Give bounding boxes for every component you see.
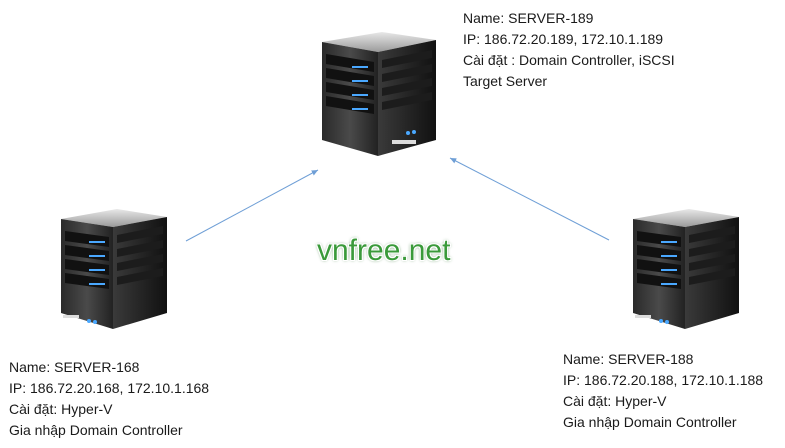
server-name: Name: SERVER-168 bbox=[9, 359, 140, 375]
server-role: Cài đặt: Hyper-V bbox=[9, 401, 113, 417]
server-tower-icon bbox=[633, 209, 739, 329]
server-domain-join: Gia nhập Domain Controller bbox=[563, 414, 737, 430]
server-right-info: Name: SERVER-188 IP: 186.72.20.188, 172.… bbox=[563, 349, 763, 433]
server-top bbox=[312, 28, 444, 160]
server-role-continued: Target Server bbox=[463, 73, 548, 89]
server-role: Cài đặt: Hyper-V bbox=[563, 393, 667, 409]
server-tower-icon bbox=[61, 209, 167, 329]
server-ip: IP: 186.72.20.188, 172.10.1.188 bbox=[563, 372, 764, 388]
arrow-left-to-top bbox=[185, 169, 319, 242]
server-right bbox=[625, 205, 747, 333]
server-role: Cài đặt : Domain Controller, iSCSI bbox=[463, 52, 675, 68]
watermark: vnfree.net bbox=[317, 234, 451, 267]
server-left bbox=[53, 205, 175, 333]
arrow-right-to-top bbox=[449, 157, 610, 241]
server-domain-join: Gia nhập Domain Controller bbox=[9, 422, 183, 438]
server-tower-icon bbox=[322, 32, 436, 156]
server-top-info: Name: SERVER-189 IP: 186.72.20.189, 172.… bbox=[463, 8, 675, 92]
server-left-info: Name: SERVER-168 IP: 186.72.20.168, 172.… bbox=[9, 357, 209, 441]
server-name: Name: SERVER-189 bbox=[463, 10, 594, 26]
server-ip: IP: 186.72.20.189, 172.10.1.189 bbox=[463, 31, 664, 47]
server-ip: IP: 186.72.20.168, 172.10.1.168 bbox=[9, 380, 210, 396]
server-name: Name: SERVER-188 bbox=[563, 351, 694, 367]
